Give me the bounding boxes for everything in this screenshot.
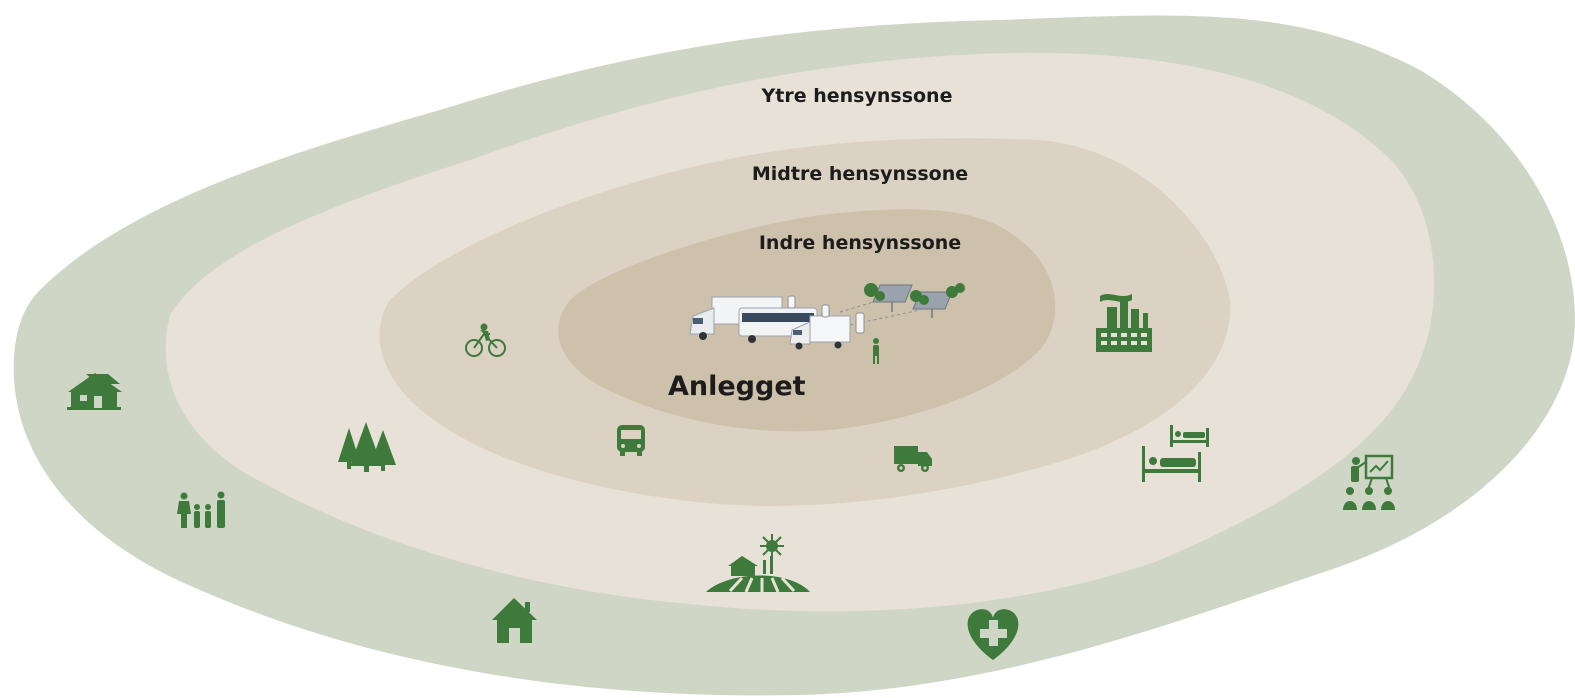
- factory-icon: [1096, 294, 1152, 352]
- health-heart-icon: [967, 609, 1019, 660]
- hospital-beds-icon: [1142, 425, 1209, 482]
- house-icon: [492, 598, 537, 643]
- school-classroom-icon: [1343, 454, 1395, 510]
- facility-label: Anlegget: [668, 371, 806, 402]
- family-icon: [177, 491, 225, 528]
- outer-zone-label: Ytre hensynssone: [761, 85, 953, 107]
- bus-icon: [617, 425, 645, 456]
- cottage-icon: [67, 373, 122, 410]
- charging-station-illustration: [689, 283, 965, 364]
- middle-zone-label: Midtre hensynssone: [751, 163, 969, 185]
- truck-icon: [894, 446, 932, 472]
- inner-zone-label: Indre hensynssone: [758, 232, 962, 254]
- forest-icon: [338, 422, 396, 472]
- farm-icon: [706, 534, 810, 593]
- bicycle-icon: [465, 323, 506, 357]
